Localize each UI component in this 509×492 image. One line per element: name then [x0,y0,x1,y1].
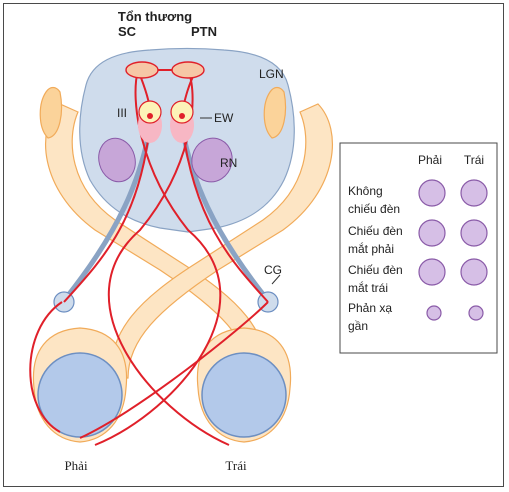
pupil-left [460,258,488,286]
iii-nucleus-right [138,100,162,124]
red-nucleus-right [98,137,136,183]
legend-row: Phản xạ gần [348,301,484,333]
svg-text:chiếu đèn: chiếu đèn [348,202,400,216]
ptn-nucleus [171,61,205,79]
pupil-left [460,219,488,247]
legend-row: Không chiếu đèn [348,179,488,216]
figure-frame [3,3,504,487]
sc-label: SC [118,24,137,39]
legend-row: Chiếu đèn mắt phải [348,219,488,256]
svg-text:Không: Không [348,184,383,198]
lgn-left [39,86,63,139]
legend-col-left: Trái [464,153,484,167]
pupil-right [426,305,442,321]
legend-col-right: Phải [418,153,442,167]
lgn-label: LGN [259,67,284,81]
legend-row: Chiếu đèn mắt trái [348,258,488,295]
ew-label: EW [214,111,234,125]
iii-label: III [117,106,127,120]
red-nucleus-left [191,137,233,183]
left-eye [196,327,292,443]
svg-text:mắt trái: mắt trái [348,280,388,295]
sc-nucleus [125,61,159,79]
svg-text:Chiếu đèn: Chiếu đèn [348,224,403,238]
cg-label: CG [264,263,282,277]
pupil-left [468,305,484,321]
lgn-right [263,86,287,139]
svg-text:Phản xạ: Phản xạ [348,301,392,315]
svg-text:gần: gần [348,319,368,333]
right-eye-label: Phải [64,458,88,473]
svg-text:Chiếu đèn: Chiếu đèn [348,263,403,277]
right-eye [32,327,128,443]
left-eye-label: Trái [225,458,247,473]
ptn-label: PTN [191,24,217,39]
pupil-left [460,179,488,207]
iii-nucleus-left [170,100,194,124]
rn-label: RN [220,156,237,170]
lesion-label: Tổn thương [118,9,192,24]
pupil-right [418,258,446,286]
pupil-right [418,179,446,207]
svg-text:mắt phải: mắt phải [348,241,394,256]
pupil-right [418,219,446,247]
